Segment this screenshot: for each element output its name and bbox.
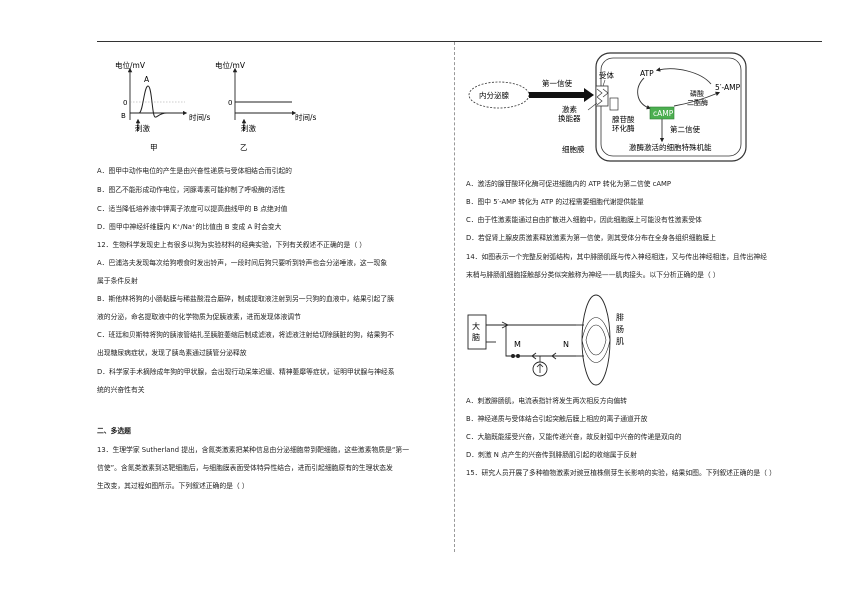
q11-option-b: B．图乙不能形成动作电位，河豚毒素可能抑制了呼吸酶的活性 (97, 186, 286, 194)
q14-option-a: A．刺激腓肠肌，电流表指针将发生两次相反方向偏转 (466, 397, 627, 405)
muscle-label-3: 肌 (616, 337, 624, 346)
muscle-label-2: 肠 (616, 325, 624, 334)
q15-stem: 15．研究人员开展了多种植物激素对豌豆植株侧芽生长影响的实验，结果如图。下列叙述… (466, 469, 776, 477)
jia-xlabel: 时间/s (189, 112, 211, 122)
q12-d-line1: D．科学家手术摘除成年狗的甲状腺，会出现行动呆笨迟缓、精神萎靡等症状，证明甲状腺… (97, 368, 395, 376)
column-divider (454, 42, 455, 552)
q12-d-line2: 统的兴奋性有关 (97, 386, 145, 394)
enzyme-label-1: 腺苷酸 (612, 114, 635, 124)
converter-label-2: 换能器 (558, 113, 581, 123)
q13-stem-line1: 13．生理学家 Sutherland 提出，含氮类激素把某种信息由分泌细胞带到靶… (97, 446, 410, 454)
brain-label-2: 脑 (472, 332, 480, 342)
header-rule (97, 41, 822, 42)
membrane-label: 细胞膜 (562, 144, 585, 154)
converter-label-1: 激素 (562, 104, 577, 114)
point-n: N (563, 340, 569, 349)
point-m: M (514, 340, 521, 349)
q12-a-line2: 属于条件反射 (97, 277, 138, 285)
muscle-label-1: 腓 (616, 312, 624, 322)
q13-option-d: D．若促肾上腺皮质激素释放激素为第一信使，则其受体分布在全身各组织细胞膜上 (466, 234, 716, 242)
second-messenger-figure: 内分泌腺 第一信使 受体 激素 换能器 腺苷酸 环化酶 ATP 5′-AMP 磷… (468, 52, 747, 162)
endocrine-label: 内分泌腺 (479, 90, 509, 100)
q12-b-line2: 液的分泌，命名提取液中的化学物质为促胰液素，进而发现体液调节 (97, 313, 301, 321)
jia-peak-a: A (144, 75, 150, 84)
q11-option-d: D．图甲中神经纤维膜内 K⁺/Na⁺的比值由 B 变成 A 时会变大 (97, 223, 282, 231)
function-label: 激酶激活的细胞特殊机能 (629, 142, 712, 152)
reflex-arc-figure: 大 脑 M N 腓 肠 肌 (467, 294, 624, 386)
second-messenger-label: 第二信使 (670, 124, 700, 134)
q14-option-d: D．刺激 N 点产生的兴奋传到腓肠肌引起的收缩属于反射 (466, 451, 637, 459)
q13-option-a: A．激活的腺苷酸环化酶可促进细胞内的 ATP 转化为第二信使 cAMP (466, 180, 671, 188)
q14-stem-line2: 末梢与腓肠肌细胞接触部分类似突触称为神经——肌肉接头。以下分析正确的是（ ） (466, 271, 720, 279)
atp-label: ATP (640, 69, 654, 78)
jia-caption: 甲 (150, 143, 158, 152)
yi-xlabel: 时间/s (295, 112, 317, 122)
graph-yi: 电位/mV 0 时间/s 刺激 乙 (215, 60, 317, 152)
q12-c-line2: 出现糖尿病症状，发现了胰岛素通过胰管分泌释放 (97, 349, 247, 357)
graph-jia: 电位/mV A 0 B 时间/s 刺激 甲 (115, 60, 211, 152)
q13-option-b: B．图中 5′-AMP 转化为 ATP 的过程需要细胞代谢提供能量 (466, 198, 644, 206)
yi-caption: 乙 (240, 143, 248, 152)
q14-option-b: B．神经递质与受体结合引起突触后膜上相应的离子通道开放 (466, 415, 648, 423)
first-messenger-label: 第一信使 (542, 78, 572, 88)
q14-stem-line1: 14．如图表示一个完整反射弧结构，其中腓肠肌既与传入神经相连，又与传出神经相连，… (466, 253, 767, 261)
q13-stem-line2: 信使”。含氮类激素到达靶细胞后，与细胞膜表面受体特异性结合，进而引起细胞原有的生… (97, 464, 393, 472)
q12-a-line1: A．巴浦洛夫发现每次给狗喂食时发出铃声，一段时间后狗只要听到铃声也会分泌唾液，这… (97, 259, 388, 267)
q12-stem: 12．生物科学发现史上有很多以狗为实验材料的经典实验，下列有关叙述不正确的是（ … (97, 241, 367, 249)
q13-option-c: C．由于性激素能通过自由扩散进入细胞中，因此细胞膜上可能没有性激素受体 (466, 216, 702, 224)
yi-stim: 刺激 (241, 123, 256, 133)
q12-c-line1: C．班廷和贝斯特将狗的胰液管结扎至胰脏萎缩后制成滤液，将滤液注射给切除胰脏的狗，… (97, 331, 395, 339)
receptor-label: 受体 (599, 70, 614, 80)
q12-b-line1: B．斯他林将狗的小肠黏膜与稀盐酸混合磨碎，制成提取液注射到另一只狗的血液中，结果… (97, 295, 394, 303)
brain-label-1: 大 (472, 321, 480, 331)
q11-option-a: A．图甲中动作电位的产生是由兴奋性递质与受体相结合而引起的 (97, 167, 292, 175)
enzyme-label-2: 环化酶 (612, 123, 635, 133)
amp-label: 5′-AMP (715, 83, 741, 92)
yi-ylabel: 电位/mV (215, 60, 246, 70)
membrane-potential-figure: 电位/mV A 0 B 时间/s 刺激 甲 电位/mV 0 时间/s 刺激 乙 (115, 60, 317, 152)
pde-label-1: 磷酸 (690, 89, 704, 98)
q13-stem-line3: 生改变，其过程如图所示。下列叙述正确的是（ ） (97, 482, 249, 490)
pde-label-2: 二酯酶 (687, 98, 708, 107)
jia-point-b: B (121, 112, 126, 120)
yi-zero: 0 (228, 99, 232, 107)
jia-ylabel: 电位/mV (115, 60, 146, 70)
jia-stim: 刺激 (135, 123, 150, 133)
q14-option-c: C．大脑既能接受兴奋，又能传递兴奋，故反射弧中兴奋的传递是双向的 (466, 433, 682, 441)
section-title: 二、多选题 (97, 427, 131, 435)
q11-option-c: C．适当降低培养液中钾离子浓度可以提高曲线甲的 B 点绝对值 (97, 205, 288, 213)
jia-zero: 0 (123, 99, 127, 107)
camp-label: cAMP (653, 109, 674, 118)
